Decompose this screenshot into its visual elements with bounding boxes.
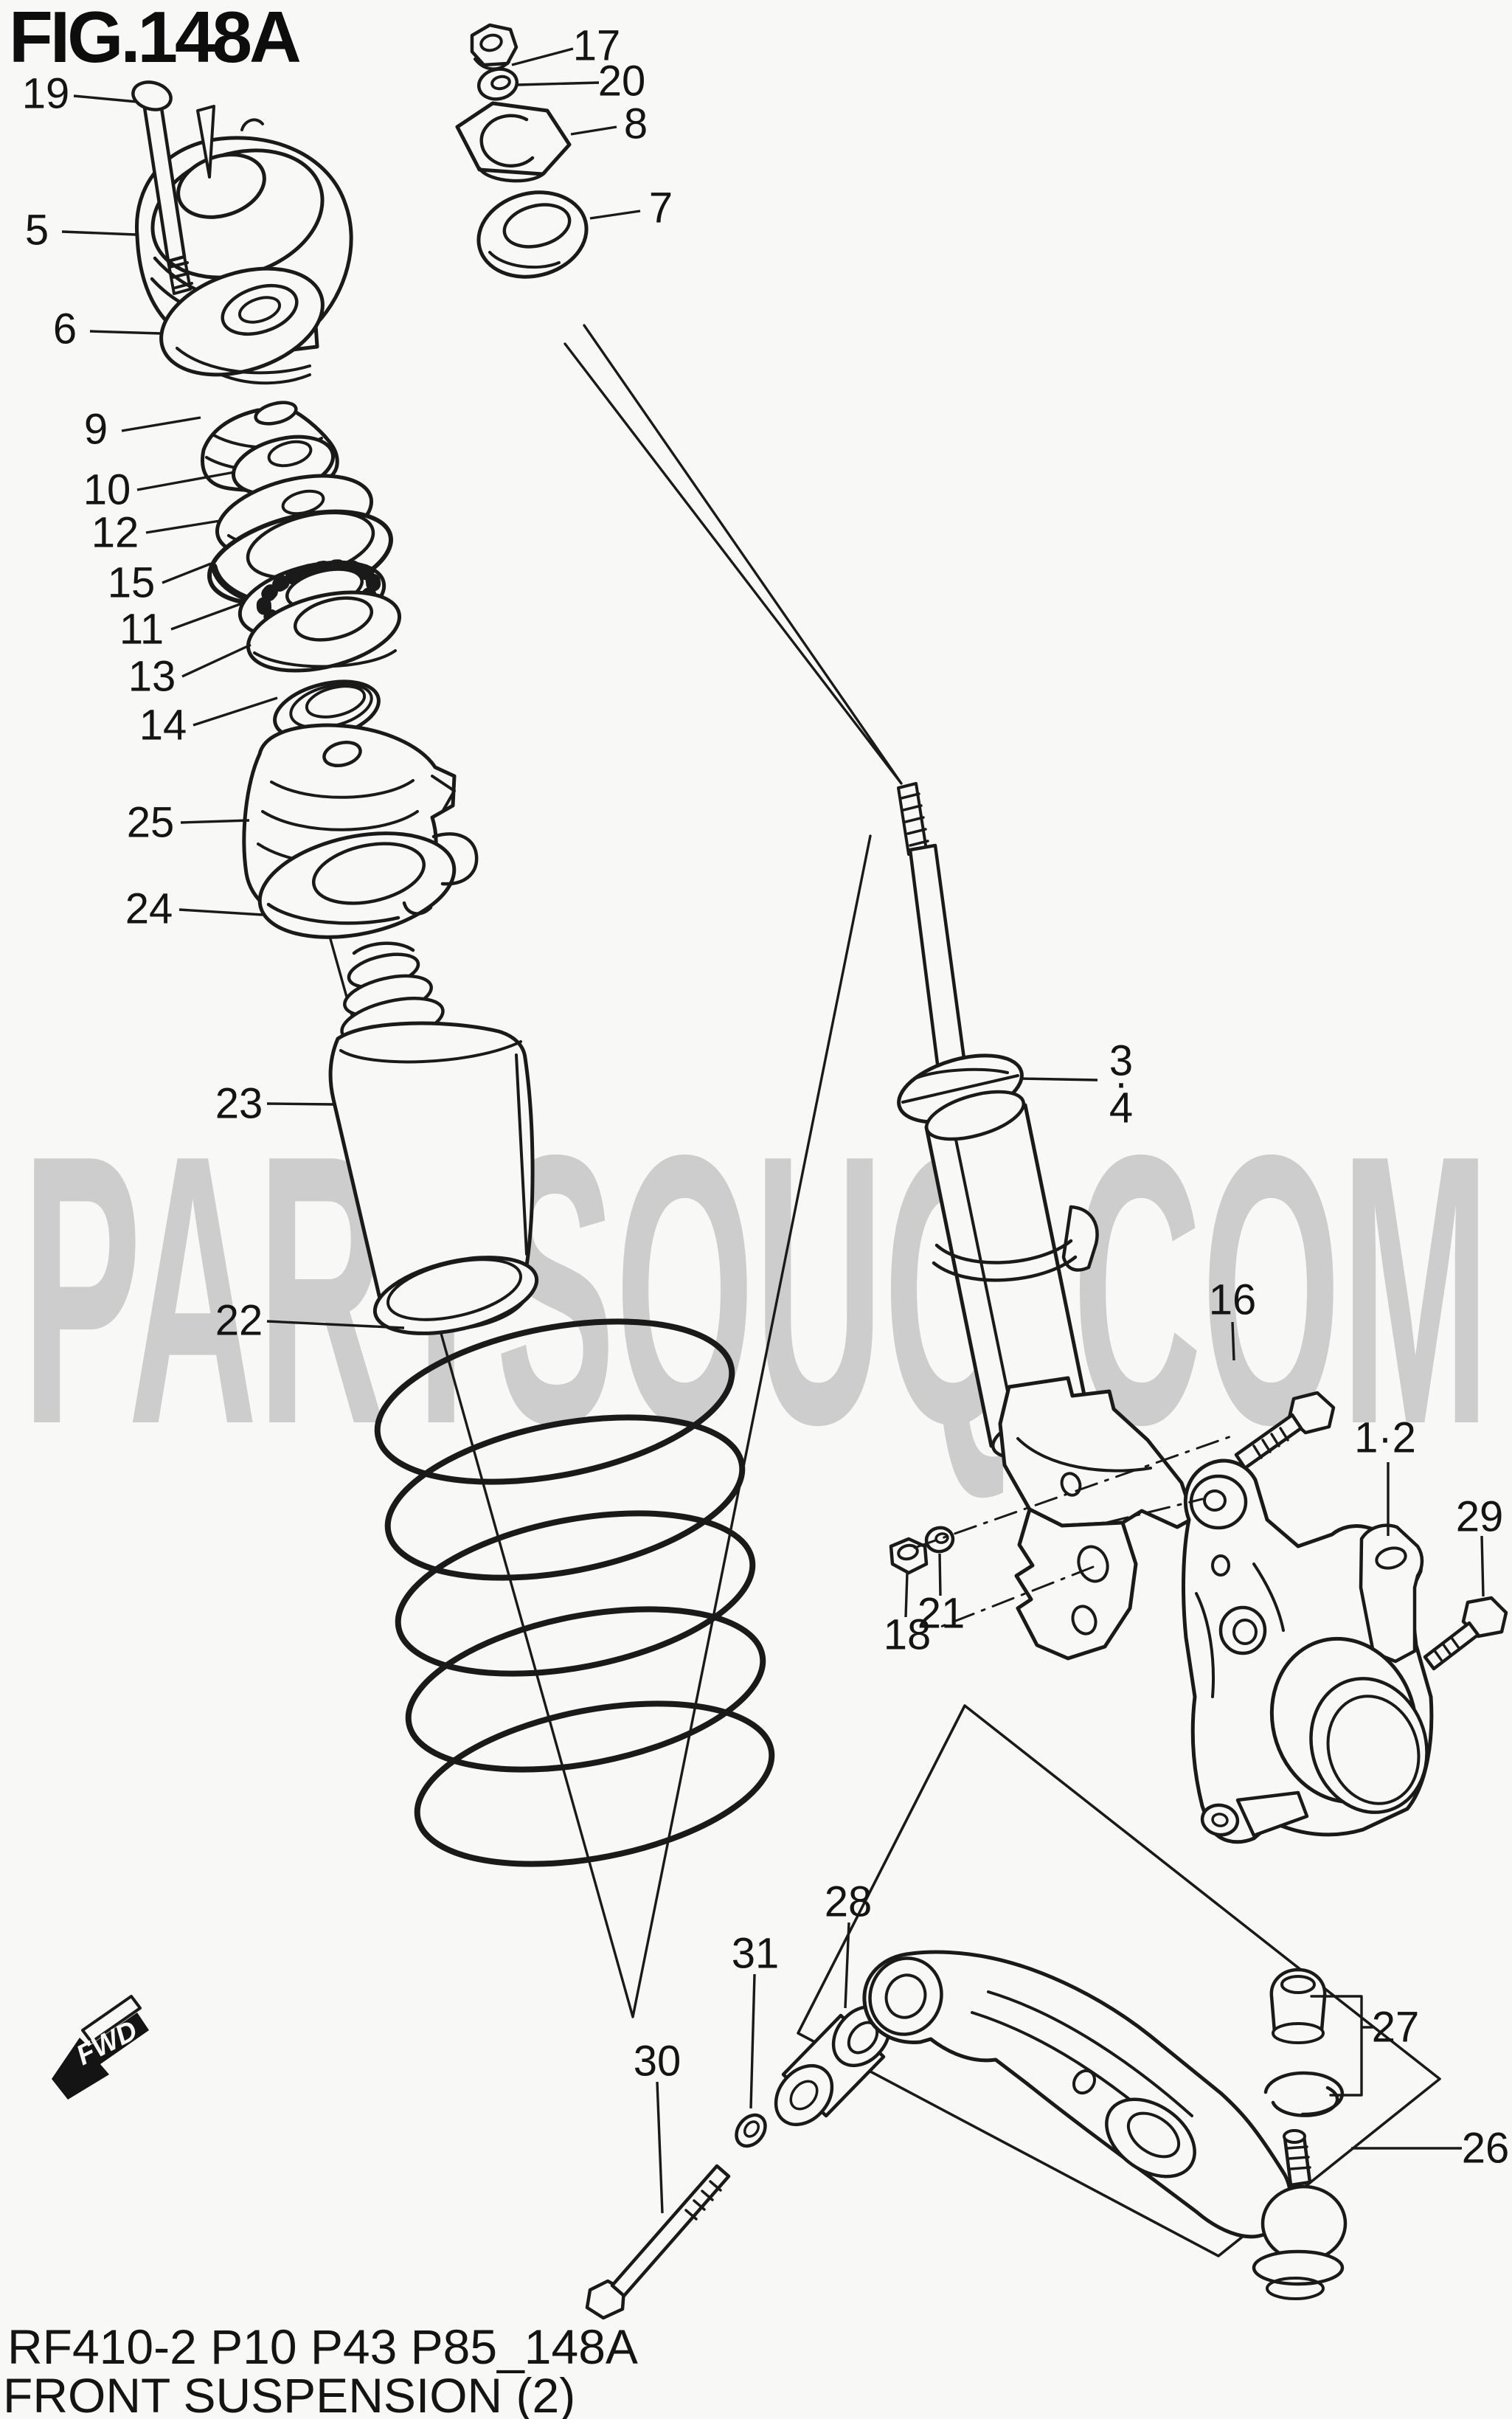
part-callout-19: 19 [22,70,70,118]
callout-leader-5 [61,230,136,236]
part-callout-31: 31 [732,1930,780,1978]
part-callout-26: 26 [1462,2125,1510,2173]
footer-title: FRONT SUSPENSION (2) [3,2368,575,2419]
callout-leader-24 [178,908,263,916]
part-callout-20: 20 [598,58,646,105]
mount-stud-drawing [131,80,193,295]
part-callout-10: 10 [83,466,131,514]
part-callout-15: 15 [108,559,156,607]
part-callout-4: 4 [1109,1084,1133,1132]
callout-leader-9 [121,416,201,432]
callout-leader-11 [170,602,243,631]
ball-joint-parts-drawing [1252,1968,1363,2300]
part-callout-5: 5 [25,207,49,255]
part-callout-3: 3 [1109,1037,1133,1085]
control-arm-box [797,1704,1441,2257]
part-callout-7: 7 [649,184,673,232]
part-callout-9: 9 [84,406,108,454]
callout-leader-19 [73,94,138,103]
part-callout-30: 30 [634,2038,682,2086]
callout-leader-6 [89,330,162,335]
part-callout-24: 24 [125,885,173,933]
fwd-marker: FWD [52,1995,149,2100]
part-callout-14: 14 [139,702,187,750]
lock-nut-17-drawing [470,23,519,71]
bump-stopper-cap-drawing [159,266,325,385]
part-callout-29: 29 [1456,1493,1504,1541]
callout-leader-17 [511,47,574,66]
part-callout-8: 8 [624,100,648,148]
callout-leader-14 [193,696,278,727]
watermark: PARTSOUQ.COM [22,1076,1490,1504]
part-callout-11: 11 [119,606,164,654]
callout-leader-13 [181,643,252,678]
part-callout-17: 17 [573,22,621,70]
callout-leader-25 [180,819,250,824]
callout-leader-16 [1231,1321,1235,1361]
callout-leader-8 [570,125,617,136]
part-callout-21: 21 [918,1590,965,1638]
part-callout-12: 12 [91,509,139,557]
washer-31-drawing [735,2113,767,2148]
washer-21-drawing [924,1526,955,1554]
part-callout-23: 23 [215,1080,263,1128]
center-lines [913,1434,1235,1630]
part-callout-13: 13 [128,653,176,701]
strut-bracket-drawing [998,1376,1196,1661]
dust-boot-drawing [328,941,539,1335]
callout-leader-31 [749,1973,756,2109]
cap-nut-8-drawing [455,101,572,183]
bolt-29-drawing [1423,1596,1508,1671]
footer-code: RF410-2 P10 P43 P85_148A [7,2319,638,2374]
coil-spring-drawing [374,1318,775,1867]
part-callout-28: 28 [825,1878,873,1926]
part-callout-1·2: 1·2 [1354,1414,1416,1462]
callout-leader-29 [1480,1535,1485,1597]
figure-title: FIG.148A [9,0,300,77]
callout-leader-28 [844,1922,850,2009]
nut-18-drawing [889,1537,929,1575]
steering-knuckle-drawing [1182,1458,1434,1844]
support-washer-7-drawing [476,190,589,279]
part-callout-25: 25 [127,799,175,847]
callout-leader-20 [517,81,600,86]
washer-20-drawing [476,67,519,101]
callout-leader-30 [656,2081,664,2214]
part-callout-27: 27 [1372,2004,1420,2052]
callout-leader-· [1020,1077,1098,1082]
part-callout-18: 18 [884,1611,932,1659]
callout-leader-22 [266,1320,405,1329]
part-callout-22: 22 [215,1297,263,1345]
callout-leader-12 [145,519,221,534]
bushing-28-drawing [774,2004,892,2127]
part-callout-16: 16 [1209,1276,1257,1324]
callout-leader-15 [162,562,212,584]
callout-leader-7 [589,210,641,220]
bearing-washer-stack-drawing [207,435,402,741]
part-callout-6: 6 [53,305,77,353]
part-callout-·: · [1114,1059,1128,1107]
control-arm-drawing [862,1950,1292,2239]
callout-leader-18 [904,1572,909,1618]
spring-seat-ring-drawing [257,831,479,939]
callout-leader-10 [136,471,235,491]
bolt-30-drawing [585,2164,731,2320]
